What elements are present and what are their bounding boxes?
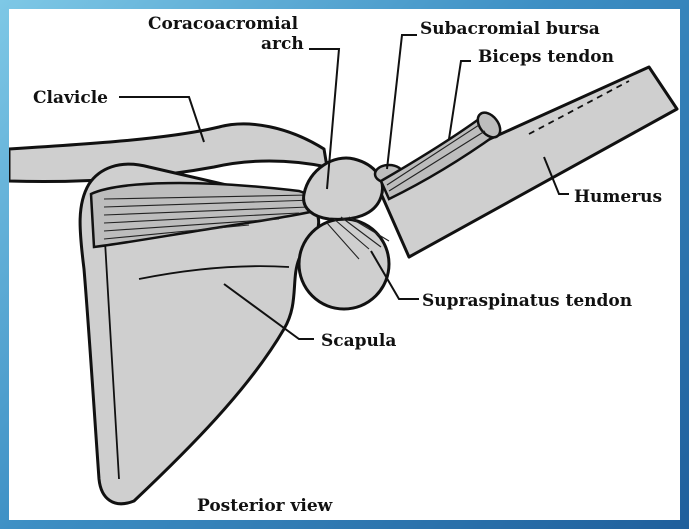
biceps-tendon-end — [476, 111, 502, 139]
scapula-inner-contour — [103, 223, 120, 480]
label-posterior-view: Posterior view — [197, 496, 333, 516]
leader-humerus — [543, 156, 569, 195]
leader-clavicle — [119, 96, 205, 143]
label-clavicle: Clavicle — [33, 88, 108, 108]
supraspinatus-tendon-fibers — [326, 216, 390, 260]
label-coracoacromial-line1: Coracoacromial — [148, 14, 299, 34]
label-scapula: Scapula — [321, 331, 396, 351]
label-biceps-tendon: Biceps tendon — [478, 47, 614, 67]
label-supraspinatus-tendon: Supraspinatus tendon — [422, 291, 632, 311]
diagram-frame: Coracoacromial arch Subacromial bursa Bi… — [9, 9, 680, 520]
scapula-inner-contour-2 — [138, 265, 290, 280]
humerus-bone — [377, 65, 679, 259]
leader-supraspinatus — [370, 250, 419, 300]
acromion-bone — [302, 156, 384, 221]
leader-scapula — [223, 283, 314, 340]
supraspinatus-fibers — [103, 194, 315, 240]
supraspinatus-muscle — [89, 181, 344, 249]
label-humerus: Humerus — [574, 187, 662, 207]
label-subacromial-bursa: Subacromial bursa — [420, 19, 600, 39]
humerus-contour — [528, 80, 630, 135]
leader-biceps — [448, 60, 471, 140]
leader-coracoacromial — [309, 48, 341, 190]
biceps-tendon-fibers — [386, 124, 486, 192]
shoulder-anatomy-diagram: Coracoacromial arch Subacromial bursa Bi… — [9, 14, 679, 516]
label-coracoacromial-line2: arch — [261, 34, 304, 54]
leader-subacromial — [386, 34, 417, 170]
